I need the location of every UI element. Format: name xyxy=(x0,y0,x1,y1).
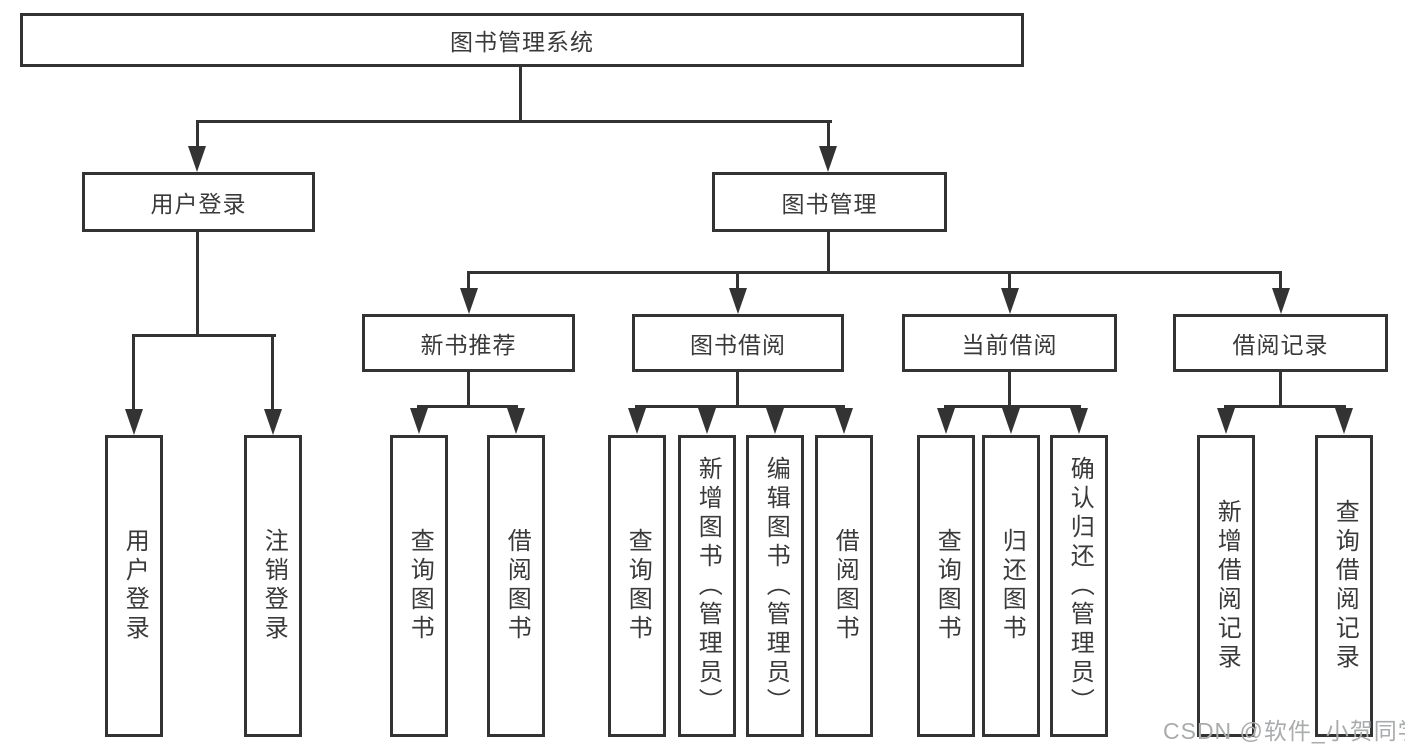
arrow-down-icon xyxy=(1002,408,1020,434)
connector-book-mgmt-horizontal xyxy=(467,271,1282,274)
node-label: 查询借阅记录 xyxy=(1331,499,1359,673)
connector-bb-vertical xyxy=(736,372,739,408)
leaf-nbr-borrow-books: 借阅图书 xyxy=(487,435,545,737)
arrow-down-icon xyxy=(1070,408,1088,434)
leaf-bb-edit-books-admin: 编辑图书（管理员） xyxy=(746,435,804,737)
connector-br-vertical xyxy=(1279,372,1282,408)
arrow-down-icon xyxy=(125,409,143,435)
node-root-library-system: 图书管理系统 xyxy=(20,13,1024,67)
node-label: 当前借阅 xyxy=(961,332,1058,358)
connector-drop-leaf-logout xyxy=(271,336,274,411)
connector-drop-book-borrow xyxy=(736,273,739,290)
leaf-cb-return-books: 归还图书 xyxy=(982,435,1040,737)
leaf-cb-query-books: 查询图书 xyxy=(917,435,975,737)
node-label: 借阅记录 xyxy=(1232,332,1329,358)
node-label: 借阅图书 xyxy=(831,528,859,644)
connector-drop-leaf-user-login xyxy=(132,336,135,411)
node-label: 注销登录 xyxy=(260,528,288,644)
connector-nbr-horizontal xyxy=(417,405,518,408)
node-user-login: 用户登录 xyxy=(82,172,315,232)
connector-drop-borrow-record xyxy=(1279,273,1282,290)
arrow-down-icon xyxy=(1272,288,1290,314)
leaf-user-login: 用户登录 xyxy=(105,435,163,737)
arrow-down-icon xyxy=(460,288,478,314)
connector-drop-new-book xyxy=(467,273,470,290)
node-label: 确认归还（管理员） xyxy=(1066,455,1094,717)
node-label: 归还图书 xyxy=(998,528,1026,644)
node-label: 用户登录 xyxy=(150,191,247,217)
arrow-down-icon xyxy=(1335,408,1353,434)
connector-drop-user-login xyxy=(196,122,199,149)
leaf-br-add-record: 新增借阅记录 xyxy=(1197,435,1255,737)
arrow-down-icon xyxy=(766,408,784,434)
arrow-down-icon xyxy=(410,408,428,434)
arrow-down-icon xyxy=(628,408,646,434)
connector-user-login-horizontal xyxy=(132,334,276,337)
arrow-down-icon xyxy=(1217,408,1235,434)
connector-drop-current-borrow xyxy=(1008,273,1011,290)
connector-cb-horizontal xyxy=(944,405,1081,408)
connector-nbr-vertical xyxy=(467,372,470,408)
node-borrow-record: 借阅记录 xyxy=(1173,314,1388,372)
connector-br-horizontal xyxy=(1224,405,1346,408)
node-label: 借阅图书 xyxy=(503,528,531,644)
leaf-nbr-query-books: 查询图书 xyxy=(390,435,448,737)
arrow-down-icon xyxy=(819,146,837,172)
watermark: CSDN @软件_小贺同学 xyxy=(1163,718,1405,744)
arrow-down-icon xyxy=(729,288,747,314)
leaf-bb-add-books-admin: 新增图书（管理员） xyxy=(678,435,736,737)
leaf-bb-query-books: 查询图书 xyxy=(608,435,666,737)
arrow-down-icon xyxy=(835,408,853,434)
leaf-br-query-record: 查询借阅记录 xyxy=(1315,435,1373,737)
leaf-logout: 注销登录 xyxy=(244,435,302,737)
node-label: 图书管理 xyxy=(781,191,878,217)
node-label: 查询图书 xyxy=(624,528,652,644)
arrow-down-icon xyxy=(937,408,955,434)
node-new-book-recommend: 新书推荐 xyxy=(362,314,575,372)
node-book-borrow: 图书借阅 xyxy=(632,314,844,372)
arrow-down-icon xyxy=(1001,288,1019,314)
node-book-management: 图书管理 xyxy=(712,172,947,232)
arrow-down-icon xyxy=(188,146,206,172)
connector-drop-book-management xyxy=(827,122,830,149)
node-label: 图书管理系统 xyxy=(450,29,594,55)
node-label: 新增图书（管理员） xyxy=(694,455,722,717)
arrow-down-icon xyxy=(264,409,282,435)
node-current-borrow: 当前借阅 xyxy=(902,314,1117,372)
node-label: 用户登录 xyxy=(121,528,149,644)
node-label: 图书借阅 xyxy=(690,332,786,358)
leaf-cb-confirm-return-admin: 确认归还（管理员） xyxy=(1050,435,1108,737)
connector-bb-horizontal xyxy=(635,405,845,408)
node-label: 编辑图书（管理员） xyxy=(762,455,790,717)
arrow-down-icon xyxy=(507,408,525,434)
connector-book-mgmt-vertical xyxy=(827,232,830,274)
node-label: 查询图书 xyxy=(406,528,434,644)
node-label: 新书推荐 xyxy=(420,332,517,358)
connector-root-vertical xyxy=(519,67,522,122)
leaf-bb-borrow-books: 借阅图书 xyxy=(815,435,873,737)
node-label: 查询图书 xyxy=(933,528,961,644)
connector-root-horizontal xyxy=(196,120,832,123)
arrow-down-icon xyxy=(698,408,716,434)
connector-user-login-vertical xyxy=(196,232,199,337)
node-label: 新增借阅记录 xyxy=(1213,499,1241,673)
connector-cb-vertical xyxy=(1008,372,1011,408)
